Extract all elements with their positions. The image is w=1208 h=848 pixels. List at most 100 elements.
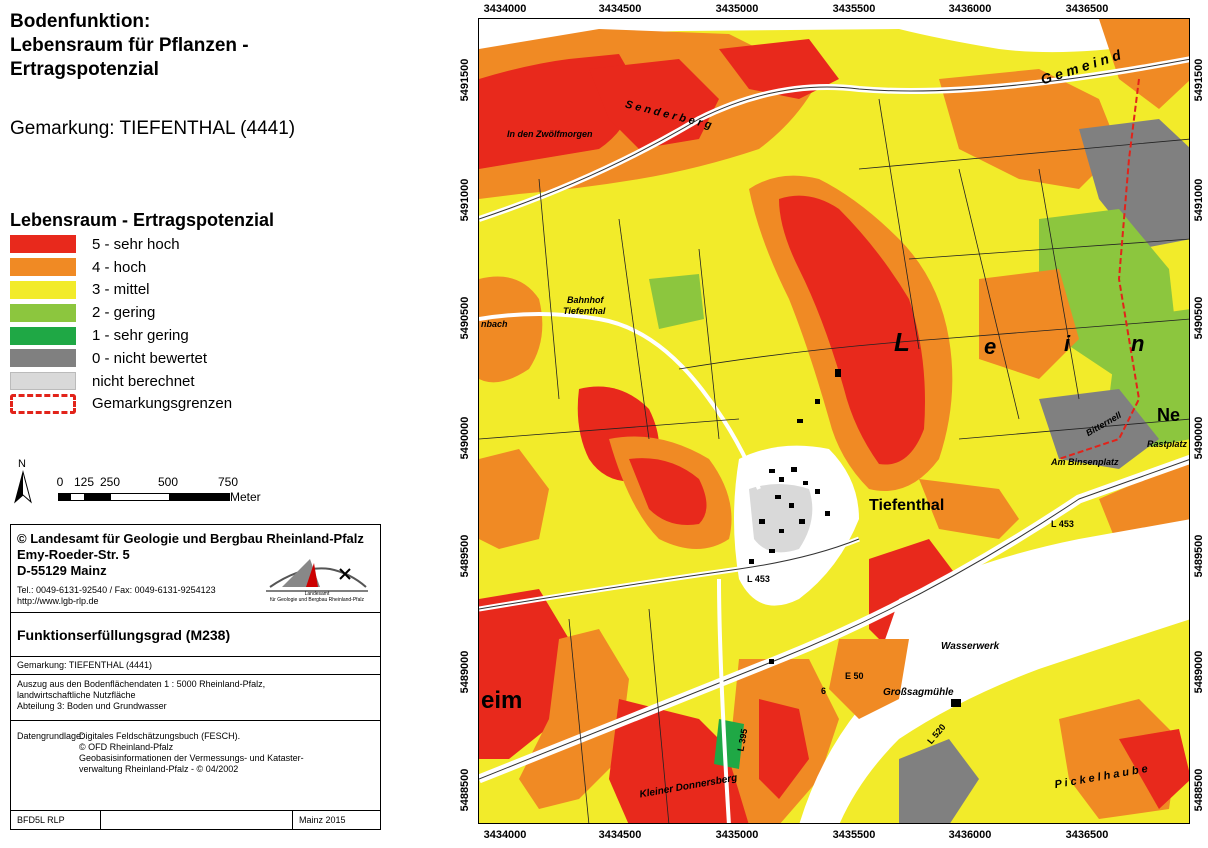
road-label: L 453 <box>1051 519 1074 529</box>
copyright-line: D-55129 Mainz <box>17 563 107 578</box>
x-tick-bottom: 3435500 <box>832 829 876 841</box>
copyright-line: Emy-Roeder-Str. 5 <box>17 547 130 562</box>
soil-map[interactable]: Tiefenthal S e n d e r b e r g In den Zw… <box>478 18 1190 824</box>
datengrundlage-line: Digitales Feldschätzungsbuch (FESCH). <box>79 731 241 741</box>
datengrundlage-line: © OFD Rheinland-Pfalz <box>79 742 174 752</box>
x-tick-top: 3436000 <box>948 3 992 15</box>
copyright-line: © Landesamt für Geologie und Bergbau Rhe… <box>17 531 364 546</box>
legend-swatch <box>10 258 76 277</box>
x-tick-top: 3434500 <box>598 3 642 15</box>
auszug-line: Abteilung 3: Boden und Grundwasser <box>17 701 167 711</box>
x-tick-bottom: 3434000 <box>483 829 527 841</box>
legend-label: nicht berechnet <box>92 372 195 390</box>
x-tick-top: 3435500 <box>832 3 876 15</box>
x-tick-top: 3434000 <box>483 3 527 15</box>
y-tick-right: 5491000 <box>1193 178 1205 222</box>
auszug-row: Auszug aus den Bodenflächendaten 1 : 500… <box>11 675 380 721</box>
y-tick-left: 5491500 <box>459 58 471 102</box>
place-label-lein: L <box>894 327 910 357</box>
contact-text: Tel.: 0049-6131-92540 / Fax: 0049-6131-9… <box>17 585 216 595</box>
datengrundlage-row: Datengrundlage: Digitales Feldschätzungs… <box>11 721 380 811</box>
place-label-nbach: nbach <box>481 319 508 329</box>
legend-title: Lebensraum - Ertragspotenzial <box>10 210 275 230</box>
y-tick-right: 5491500 <box>1193 58 1205 102</box>
place-label-rastplatz: Rastplatz <box>1147 439 1188 449</box>
place-label-lein: n <box>1131 331 1145 356</box>
x-tick-bottom: 3434500 <box>598 829 642 841</box>
footer-right: Mainz 2015 <box>299 815 346 825</box>
legend-item: nicht berechnet <box>10 370 232 393</box>
legend-swatch <box>10 235 76 254</box>
place-label-lein: i <box>1064 331 1071 356</box>
y-tick-right: 5489500 <box>1193 534 1205 578</box>
place-label-bahnhof: Tiefenthal <box>563 306 606 316</box>
copyright-section: © Landesamt für Geologie und Bergbau Rhe… <box>11 525 380 613</box>
place-label-eim: eim <box>481 687 523 714</box>
legend-label: 4 - hoch <box>92 258 147 276</box>
legend-label: 5 - sehr hoch <box>92 235 180 253</box>
auszug-line: Auszug aus den Bodenflächendaten 1 : 500… <box>17 679 266 689</box>
scale-tick: 500 <box>157 475 179 489</box>
info-box: © Landesamt für Geologie und Bergbau Rhe… <box>10 524 381 830</box>
x-tick-bottom: 3436000 <box>948 829 992 841</box>
x-tick-bottom: 3436500 <box>1065 829 1109 841</box>
map-title: Bodenfunktion: Lebensraum für Pflanzen -… <box>10 10 249 82</box>
x-tick-top: 3436500 <box>1065 3 1109 15</box>
place-label-tiefenthal: Tiefenthal <box>869 497 945 514</box>
x-tick-top: 3435000 <box>715 3 759 15</box>
legend-item: 4 - hoch <box>10 256 232 279</box>
y-tick-left: 5490000 <box>459 416 471 460</box>
lgb-logo-icon <box>266 559 368 592</box>
footer-left: BFD5L RLP <box>11 811 101 829</box>
legend-label: 3 - mittel <box>92 281 150 299</box>
place-label-zwoelfmorgen: In den Zwölfmorgen <box>507 129 593 139</box>
legend-item: 1 - sehr gering <box>10 324 232 347</box>
place-label-bahnhof: Bahnhof <box>567 295 604 305</box>
road-label: L 453 <box>747 574 770 584</box>
map-title-line: Bodenfunktion: <box>10 11 151 32</box>
y-tick-right: 5490500 <box>1193 296 1205 340</box>
road-label: E 50 <box>845 671 864 681</box>
legend-item: Gemarkungsgrenzen <box>10 393 232 416</box>
gemarkung-text: Gemarkung: TIEFENTHAL (4441) <box>17 660 153 670</box>
footer-row: BFD5L RLP Mainz 2015 <box>11 811 380 829</box>
soil-map-canvas <box>479 19 1189 823</box>
place-label-binsenplatz: Am Binsenplatz <box>1051 457 1119 467</box>
north-arrow-icon <box>14 470 32 504</box>
scale-unit: Meter <box>230 490 261 504</box>
y-tick-right: 5488500 <box>1193 768 1205 812</box>
legend-label: 2 - gering <box>92 304 156 322</box>
place-label-lein: e <box>984 334 997 359</box>
logo-text: Landesamt für Geologie und Bergbau Rhein… <box>262 591 372 603</box>
y-tick-left: 5490500 <box>459 296 471 340</box>
website-link[interactable]: http://www.lgb-rlp.de <box>17 596 99 606</box>
scale-bar: 0 125 250 500 750 Meter <box>52 475 261 507</box>
y-tick-right: 5490000 <box>1193 416 1205 460</box>
legend-swatch-boundary <box>10 393 76 414</box>
legend-label: 0 - nicht bewertet <box>92 349 208 367</box>
datengrundlage-line: verwaltung Rheinland-Pfalz - © 04/2002 <box>79 764 239 774</box>
map-title-line: Ertragspotenzial <box>10 59 159 80</box>
footer-middle <box>101 811 293 829</box>
x-tick-bottom: 3435000 <box>715 829 759 841</box>
legend-swatch <box>10 372 76 391</box>
legend: 5 - sehr hoch 4 - hoch 3 - mittel 2 - ge… <box>10 233 232 415</box>
datengrundlage-line: Geobasisinformationen der Vermessungs- u… <box>79 753 304 763</box>
legend-label: 1 - sehr gering <box>92 327 189 345</box>
logo-text-line: Landesamt <box>304 591 330 597</box>
scale-bar-graphic <box>58 493 230 501</box>
gemarkung-subtitle: Gemarkung: TIEFENTHAL (4441) <box>10 118 296 139</box>
section-title: Funktionserfüllungsgrad (M238) <box>17 626 231 643</box>
scale-tick: 250 <box>99 475 121 489</box>
map-title-line: Lebensraum für Pflanzen - <box>10 35 249 56</box>
legend-label: Gemarkungsgrenzen <box>92 395 233 413</box>
y-tick-left: 5491000 <box>459 178 471 222</box>
datengrundlage-label: Datengrundlage: <box>17 731 84 741</box>
y-tick-left: 5489000 <box>459 650 471 694</box>
north-arrow: N <box>10 458 36 504</box>
legend-item: 3 - mittel <box>10 279 232 302</box>
legend-swatch <box>10 326 76 345</box>
place-label-grossagmuehle: Großsagmühle <box>883 687 954 698</box>
scale-tick: 750 <box>217 475 239 489</box>
legend-item: 2 - gering <box>10 301 232 324</box>
